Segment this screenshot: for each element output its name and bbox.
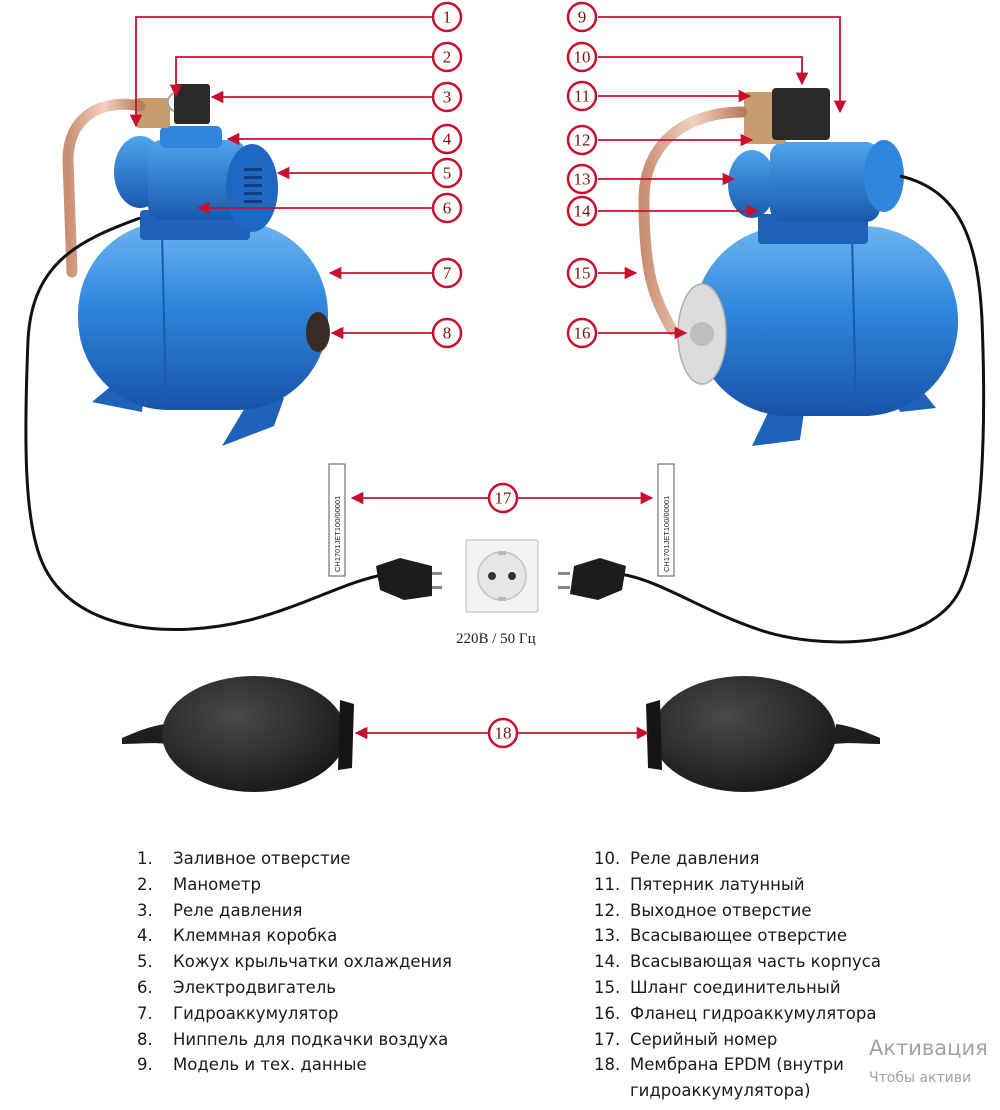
leader-1 <box>129 16 432 128</box>
legend-item: 14.Всасывающая часть корпуса <box>594 952 881 972</box>
left-tank-foot <box>222 396 284 446</box>
right-membrane <box>646 676 880 792</box>
svg-text:16: 16 <box>574 324 591 343</box>
left-pump-station <box>62 84 330 446</box>
svg-text:6: 6 <box>443 199 452 218</box>
callout-15: 15 <box>566 257 598 289</box>
right-pressure-relay <box>772 88 830 140</box>
right-serial-number: CH1701JET100/00001 <box>662 496 671 572</box>
legend-item: 16.Фланец гидроаккумулятора <box>594 1003 877 1023</box>
callout-18: 18 <box>487 717 519 749</box>
left-fan-cover <box>226 144 278 232</box>
legend-item: 3.Реле давления <box>137 900 303 920</box>
left-tank-body <box>78 222 328 410</box>
callout-badges: 1 2 3 4 5 6 7 8 9 10 11 12 13 14 15 16 1… <box>431 1 598 749</box>
callout-12: 12 <box>566 124 598 156</box>
callout-14: 14 <box>566 195 598 227</box>
legend-item: 12.Выходное отверстие <box>594 900 812 920</box>
right-power-plug <box>558 558 626 600</box>
activation-watermark-subtitle: Чтобы активи <box>869 1070 972 1086</box>
legend-item: 9.Модель и тех. данные <box>137 1055 367 1075</box>
left-power-plug <box>376 558 442 600</box>
right-hose <box>638 106 748 336</box>
left-pressure-relay <box>174 84 210 124</box>
callout-11: 11 <box>566 80 598 112</box>
callout-3: 3 <box>431 81 463 113</box>
right-pump-volute <box>728 150 776 218</box>
right-motor-end <box>864 140 904 212</box>
svg-text:18: 18 <box>495 724 512 743</box>
callout-17: 17 <box>487 482 519 514</box>
callout-2: 2 <box>431 41 463 73</box>
svg-text:9: 9 <box>578 8 587 27</box>
legend-item: 4.Клеммная коробка <box>137 926 338 946</box>
right-power-cable <box>619 174 986 644</box>
svg-text:8: 8 <box>443 324 452 343</box>
callout-1: 1 <box>431 1 463 33</box>
legend-item: 15.Шланг соединительный <box>594 977 841 997</box>
right-pump-station <box>638 88 958 446</box>
svg-text:4: 4 <box>443 130 452 149</box>
svg-text:13: 13 <box>574 170 591 189</box>
callout-10: 10 <box>566 41 598 73</box>
activation-watermark-title: Активация <box>869 1036 988 1060</box>
legend-left: 1.Заливное отверстие 2.Манометр 3.Реле д… <box>137 846 452 1078</box>
legend-item: 1.Заливное отверстие <box>137 849 351 868</box>
svg-text:7: 7 <box>443 264 452 283</box>
leader-10 <box>598 56 809 86</box>
left-power-cable <box>24 216 389 632</box>
callout-7: 7 <box>431 257 463 289</box>
legend-item: 7.Гидроаккумулятор <box>137 1003 339 1023</box>
callout-5: 5 <box>431 157 463 189</box>
leader-9 <box>598 16 847 114</box>
svg-text:10: 10 <box>574 48 591 67</box>
svg-text:3: 3 <box>443 88 452 107</box>
svg-text:11: 11 <box>574 87 590 106</box>
legend-item: 13.Всасывающее отверстие <box>594 926 848 946</box>
svg-text:5: 5 <box>443 164 452 183</box>
power-socket <box>465 539 539 613</box>
right-serial-tag: CH1701JET100/00001 <box>657 463 675 577</box>
voltage-label: 220В / 50 Гц <box>456 631 536 647</box>
callout-16: 16 <box>566 317 598 349</box>
left-hose <box>62 98 146 278</box>
pump-station-diagram: 220В / 50 Гц CH1701JET100/00001 CH1701JE… <box>24 1 986 792</box>
right-motor <box>770 142 880 222</box>
legend-item: 10.Реле давления <box>594 849 760 868</box>
legend-item: 11.Пятерник латунный <box>594 874 805 894</box>
svg-text:1: 1 <box>443 8 452 27</box>
left-serial-number: CH1701JET100/00001 <box>333 496 342 572</box>
legend-item: 5.Кожух крыльчатки охлаждения <box>137 952 452 972</box>
svg-text:15: 15 <box>574 264 591 283</box>
legend-item: 8.Ниппель для подкачки воздуха <box>137 1029 449 1049</box>
legend-right: 10.Реле давления 11.Пятерник латунный 12… <box>594 846 881 1104</box>
svg-text:14: 14 <box>574 202 592 221</box>
left-terminal-box <box>160 126 222 148</box>
svg-text:17: 17 <box>495 489 513 508</box>
callout-9: 9 <box>566 1 598 33</box>
legend-item: 2.Манометр <box>137 874 261 894</box>
callout-13: 13 <box>566 163 598 195</box>
left-motor <box>148 140 246 220</box>
legend-item: 6.Электродвигатель <box>137 977 337 997</box>
svg-text:2: 2 <box>443 48 452 67</box>
callout-8: 8 <box>431 317 463 349</box>
callout-6: 6 <box>431 192 463 224</box>
svg-text:12: 12 <box>574 131 591 150</box>
leader-2 <box>169 56 432 98</box>
left-membrane <box>122 676 354 792</box>
left-serial-tag: CH1701JET100/00001 <box>328 463 346 577</box>
legend-item: 17.Серийный номер <box>594 1029 778 1049</box>
callout-4: 4 <box>431 123 463 155</box>
right-tank-body <box>694 226 958 416</box>
legend-item: 18.Мембрана EPDM (внутри гидроаккумулято… <box>594 1055 844 1101</box>
left-air-nipple <box>306 312 330 352</box>
